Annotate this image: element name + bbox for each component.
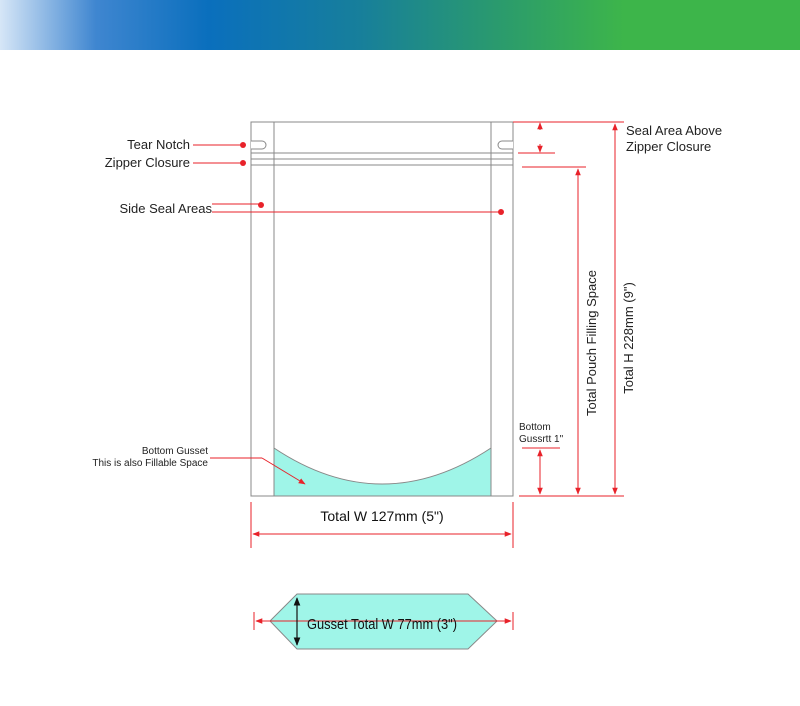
pouch-outline: [250, 121, 514, 497]
header-banner: [0, 0, 800, 50]
side-seal-marker-left: [258, 202, 264, 208]
tear-notch-marker: [240, 142, 246, 148]
gusset-width-label: Gusset Total W 77mm (3"): [307, 616, 457, 633]
total-height-label: Total H 228mm (9"): [621, 282, 636, 394]
seal-area-sublabel: Zipper Closure: [626, 139, 711, 154]
bottom-gusset-arrow: [261, 457, 306, 485]
zipper-closure-marker: [240, 160, 246, 166]
bottom-gussett-label: Bottom: [519, 422, 551, 433]
bottom-gusset-label: Bottom Gusset: [142, 446, 208, 457]
tear-notch-left: [251, 140, 267, 150]
bottom-gusset-area: [273, 447, 492, 497]
tear-notch-label: Tear Notch: [127, 137, 190, 152]
filling-space-label: Total Pouch Filling Space: [584, 270, 599, 416]
total-width-label: Total W 127mm (5"): [320, 508, 443, 524]
seal-area-label: Seal Area Above: [626, 123, 722, 138]
side-seal-marker-right: [498, 209, 504, 215]
pouch-body: [250, 121, 514, 497]
zipper-closure-label: Zipper Closure: [105, 155, 190, 170]
bottom-gussett-sublabel: Gussrtt 1": [519, 434, 564, 445]
bottom-gusset-sublabel: This is also Fillable Space: [92, 458, 208, 469]
side-seal-areas-label: Side Seal Areas: [119, 201, 212, 216]
tear-notch-right: [497, 140, 513, 150]
